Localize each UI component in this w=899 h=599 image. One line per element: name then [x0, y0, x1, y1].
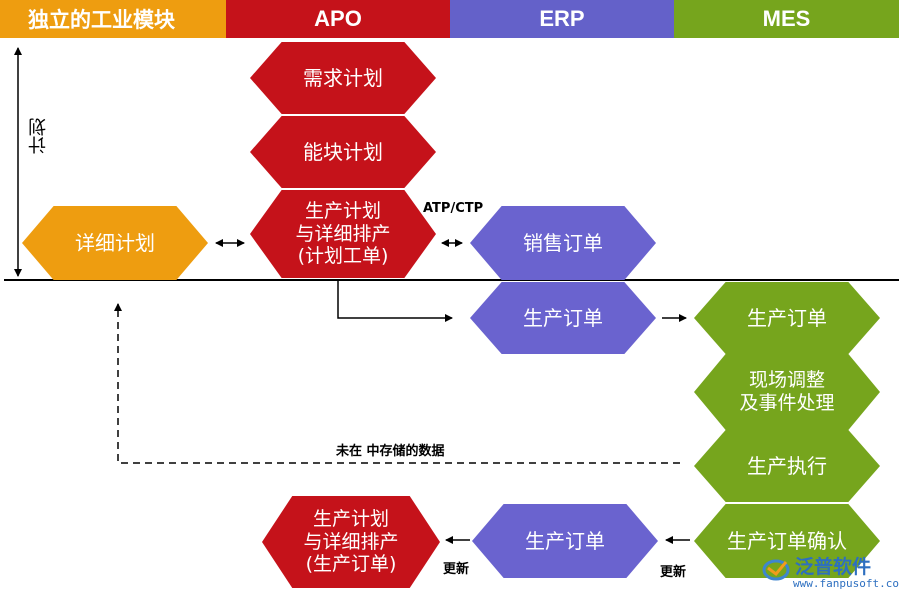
arrow-apo-to-erp-order [337, 280, 453, 322]
planning-axis-label: 计划 [28, 118, 49, 154]
header-erp: ERP [450, 0, 674, 38]
logo-name: 泛普软件 [795, 556, 872, 578]
node-capacity-plan-label: 能块计划 [303, 140, 383, 164]
not-stored-data-label: 未在 中存储的数据 [336, 444, 445, 459]
node-erp-production-order-label: 生产订单 [523, 306, 603, 330]
atp-ctp-label: ATP/CTP [423, 201, 484, 216]
header-mes: MES [674, 0, 899, 38]
node-mes-production-order-label: 生产订单 [747, 306, 827, 330]
node-site-adjustment: 现场调整 及事件处理 [694, 354, 880, 430]
update-label-right: 更新 [660, 565, 687, 580]
node-demand-plan: 需求计划 [250, 42, 436, 114]
node-erp-production-order: 生产订单 [470, 282, 656, 354]
fanpu-logo-icon [762, 559, 790, 581]
node-production-plan-detail: 生产计划 与详细排产 (计划工单) [250, 190, 436, 278]
node-erp-production-order-bottom: 生产订单 [472, 504, 658, 578]
header-apo: APO [226, 0, 450, 38]
node-production-order-confirm-label: 生产订单确认 [727, 529, 847, 553]
node-production-plan-detail-label: 生产计划 与详细排产 (计划工单) [295, 199, 391, 268]
logo-url: www.fanpusoft.com [793, 577, 899, 590]
node-sales-order: 销售订单 [470, 206, 656, 280]
node-capacity-plan: 能块计划 [250, 116, 436, 188]
node-production-execution-label: 生产执行 [747, 454, 827, 478]
node-detailed-plan: 详细计划 [22, 206, 208, 280]
node-demand-plan-label: 需求计划 [303, 66, 383, 90]
node-production-plan-bottom: 生产计划 与详细排产 (生产订单) [262, 496, 440, 588]
header-standalone-modules: 独立的工业模块 [0, 0, 226, 38]
node-mes-production-order: 生产订单 [694, 282, 880, 354]
node-production-plan-bottom-label: 生产计划 与详细排产 (生产订单) [303, 507, 399, 576]
node-production-execution: 生产执行 [694, 430, 880, 502]
node-sales-order-label: 销售订单 [523, 231, 603, 255]
node-site-adjustment-label: 现场调整 及事件处理 [739, 369, 835, 414]
update-label-left: 更新 [443, 562, 470, 577]
node-detailed-plan-label: 详细计划 [75, 231, 155, 255]
node-erp-production-order-bottom-label: 生产订单 [525, 529, 605, 553]
